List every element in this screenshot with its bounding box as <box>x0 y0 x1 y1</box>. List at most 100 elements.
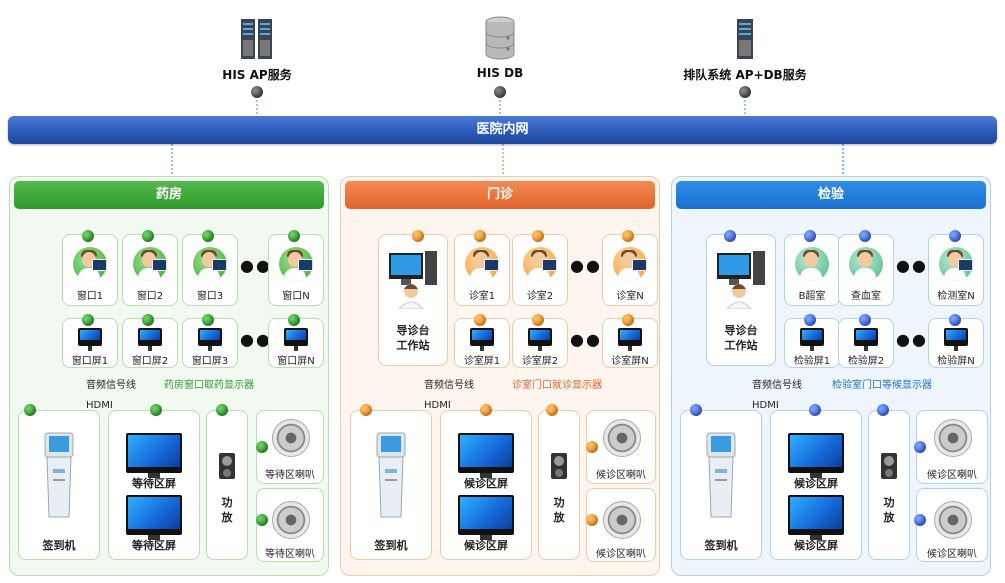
room-label: 检测室N <box>937 291 975 302</box>
room-screen-card[interactable]: 诊室屏1 <box>454 318 510 368</box>
screen-label: 检验屏2 <box>847 356 885 367</box>
checkin-kiosk-card[interactable]: 签到机 <box>18 410 100 560</box>
window-label: 窗口3 <box>196 291 224 302</box>
speaker-label: 候诊区喇叭 <box>927 470 977 481</box>
pharmacy-window-card[interactable]: 窗口3 <box>182 234 238 306</box>
workstation-label: 导诊台 工作站 <box>724 324 758 352</box>
hdmi-label: HDMI <box>86 400 113 411</box>
lab-room-card[interactable]: 查血室 <box>838 234 894 306</box>
checkin-kiosk-card[interactable]: 签到机 <box>680 410 762 560</box>
speaker-card[interactable]: 候诊区喇叭 <box>916 488 988 562</box>
connector-dot <box>622 230 634 242</box>
window-screen-card[interactable]: 窗口屏3 <box>182 318 238 368</box>
speaker-card[interactable]: 等待区喇叭 <box>256 410 324 484</box>
clinic-room-card[interactable]: 诊室N <box>602 234 658 306</box>
screen-label: 诊室屏2 <box>521 356 559 367</box>
monitor-icon <box>198 328 222 351</box>
doctor-avatar-icon <box>795 247 829 281</box>
workstation-icon <box>389 251 437 309</box>
connector-dot <box>256 514 268 526</box>
speaker-card[interactable]: 候诊区喇叭 <box>916 410 988 484</box>
screen-label: 检验屏N <box>937 356 975 367</box>
monitor-icon <box>800 328 824 351</box>
tv-screen-icon <box>126 433 182 478</box>
lab-room-card[interactable]: 检测室N <box>928 234 984 306</box>
triage-workstation-card[interactable]: 导诊台 工作站 <box>706 234 776 366</box>
connector-dot <box>914 441 926 453</box>
speaker-card[interactable]: 等待区喇叭 <box>256 488 324 562</box>
connector-dot <box>480 404 492 416</box>
waiting-screen-card[interactable]: 候诊区屏 候诊区屏 <box>770 410 862 560</box>
screen-label: 诊室屏1 <box>463 356 501 367</box>
tv-screen-icon <box>788 433 844 478</box>
amplifier-label: 功 放 <box>221 496 233 524</box>
monitor-icon <box>854 328 878 351</box>
staff-avatar-icon <box>279 247 313 281</box>
clinic-room-card[interactable]: 诊室1 <box>454 234 510 306</box>
connector-dot <box>150 404 162 416</box>
lab-screen-card[interactable]: 检验屏N <box>928 318 984 368</box>
audio-line-label: 音频信号线 <box>752 380 802 391</box>
outpatient-header: 门诊 <box>345 181 655 209</box>
checkin-label: 签到机 <box>704 539 738 552</box>
connector-dot <box>256 441 268 453</box>
connector-dot <box>859 230 871 242</box>
connector-dot <box>859 314 871 326</box>
pharmacy-window-card[interactable]: 窗口2 <box>122 234 178 306</box>
waiting-screen-card[interactable]: 等待区屏 等待区屏 <box>108 410 200 560</box>
waiting-screen-card[interactable]: 候诊区屏 候诊区屏 <box>440 410 532 560</box>
kiosk-icon <box>706 432 736 518</box>
checkin-label: 签到机 <box>42 539 76 552</box>
kiosk-icon <box>44 432 74 518</box>
triage-workstation-card[interactable]: 导诊台 工作站 <box>378 234 448 366</box>
amplifier-card[interactable]: 功 放 <box>206 410 248 560</box>
checkin-kiosk-card[interactable]: 签到机 <box>350 410 432 560</box>
connector-dot <box>914 514 926 526</box>
screen-label: 窗口屏1 <box>71 356 109 367</box>
outpatient-display-caption: 诊室门口就诊显示器 <box>512 380 602 391</box>
connector-dot <box>532 314 544 326</box>
room-label: 诊室2 <box>526 291 554 302</box>
his-ap-connector <box>251 86 263 98</box>
waiting-screen-label: 候诊区屏 <box>794 539 838 552</box>
speaker-card[interactable]: 候诊区喇叭 <box>586 488 656 562</box>
connector-dot <box>949 314 961 326</box>
amplifier-card[interactable]: 功 放 <box>538 410 580 560</box>
waiting-screen-label: 等待区屏 <box>132 539 176 552</box>
window-screen-card[interactable]: 窗口屏1 <box>62 318 118 368</box>
speaker-card[interactable]: 候诊区喇叭 <box>586 410 656 484</box>
pharmacy-header: 药房 <box>14 181 324 209</box>
speaker-label: 等待区喇叭 <box>265 549 315 560</box>
his-db-server-label: HIS DB <box>476 66 524 80</box>
hdmi-label: HDMI <box>424 400 451 411</box>
connector-dot <box>82 230 94 242</box>
lab-screen-card[interactable]: 检验屏1 <box>784 318 840 368</box>
connector-dot <box>82 314 94 326</box>
connector-dot <box>24 404 36 416</box>
room-label: B超室 <box>798 291 826 302</box>
lab-screen-card[interactable]: 检验屏2 <box>838 318 894 368</box>
window-screen-card[interactable]: 窗口屏N <box>268 318 324 368</box>
window-screen-card[interactable]: 窗口屏2 <box>122 318 178 368</box>
connector-dot <box>412 230 424 242</box>
speaker-icon <box>603 501 641 539</box>
hdmi-label: HDMI <box>752 400 779 411</box>
clinic-room-card[interactable]: 诊室2 <box>512 234 568 306</box>
waiting-screen-label: 等待区屏 <box>132 477 176 490</box>
monitor-icon <box>470 328 494 351</box>
pharmacy-window-card[interactable]: 窗口1 <box>62 234 118 306</box>
speaker-label: 候诊区喇叭 <box>596 470 646 481</box>
monitor-icon <box>528 328 552 351</box>
connector-dot <box>142 230 154 242</box>
speaker-icon <box>272 419 310 457</box>
room-screen-card[interactable]: 诊室屏N <box>602 318 658 368</box>
connector-dot <box>877 404 889 416</box>
amplifier-card[interactable]: 功 放 <box>868 410 910 560</box>
kiosk-icon <box>376 432 406 518</box>
amplifier-label: 功 放 <box>883 496 895 524</box>
his-ap-server-label: HIS AP服务 <box>222 68 292 82</box>
doctor-avatar-icon <box>939 247 973 281</box>
pharmacy-window-card[interactable]: 窗口N <box>268 234 324 306</box>
waiting-screen-label: 候诊区屏 <box>464 477 508 490</box>
lab-room-card[interactable]: B超室 <box>784 234 840 306</box>
